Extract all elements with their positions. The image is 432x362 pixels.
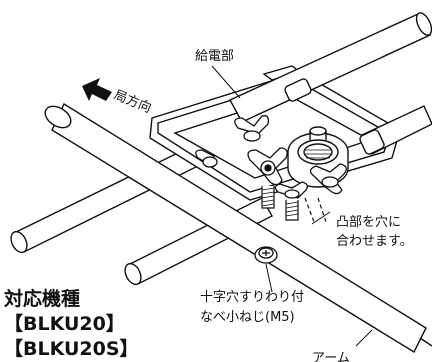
threaded-bolt-center [261,186,275,209]
direction-arrow-icon [82,78,112,101]
screw-label-line1: 十字穴すりわり付 [200,290,304,305]
right-pipe-stub [359,105,432,155]
supported-models-heading: 対応機種 [4,288,81,310]
direction-label: 局方向 [112,87,154,116]
pan-head-screw [254,246,278,264]
model-name: 【BLKU20】 [4,313,125,335]
wing-nut-center [247,147,288,186]
boss-to-hole-label-line2: 合わせます。 [336,234,413,249]
wing-nut-upper-left [234,115,270,142]
power-unit-label: 給電部 [195,49,234,64]
wing-nut-right [309,163,347,195]
wing-nut-lower-right [274,181,308,199]
boss-to-hole-label-line1: 凸部を穴に [336,215,401,230]
screw-label-line2: なべ小ねじ(M5) [200,310,295,325]
model-name: 【BLKU20S】 [4,338,139,360]
upper-right-pipe [229,12,432,123]
supported-models: 対応機種 【BLKU20】 【BLKU20S】 [4,287,139,362]
wing-nut-left [195,149,218,168]
alignment-dashes [304,197,327,223]
arm-label: アーム [312,351,350,362]
threaded-bolt-right [285,200,299,221]
arm-pipe [44,102,432,353]
leader-lines [211,65,373,347]
